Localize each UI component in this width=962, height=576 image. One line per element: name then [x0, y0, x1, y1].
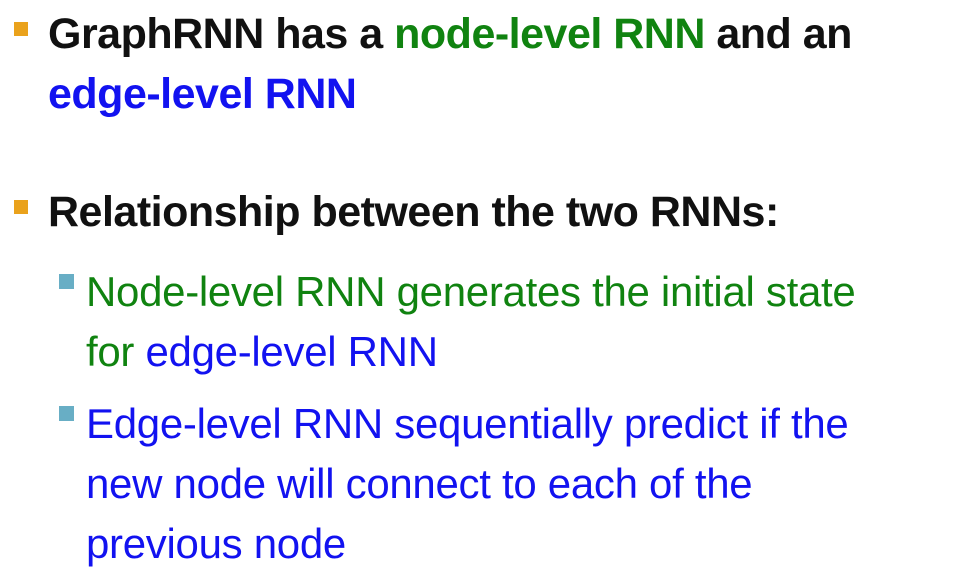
text-segment: Relationship between the two RNNs:: [48, 188, 779, 236]
sub-bullet-item-node-level: Node-level RNN generates the initial sta…: [59, 262, 856, 382]
bullet-text: Node-level RNN generates the initial sta…: [86, 262, 856, 382]
bullet-square-icon: [14, 22, 28, 36]
text-segment: and an: [704, 10, 852, 58]
text-segment: for: [86, 328, 146, 375]
text-segment: Node-level RNN generates the initial sta…: [86, 268, 856, 315]
text-segment: previous node: [86, 520, 346, 567]
text-line: edge-level RNN: [48, 64, 852, 124]
sub-bullet-item-edge-level: Edge-level RNN sequentially predict if t…: [59, 394, 849, 574]
bullet-text: Edge-level RNN sequentially predict if t…: [86, 394, 849, 574]
text-line: Edge-level RNN sequentially predict if t…: [86, 394, 849, 454]
bullet-text: GraphRNN has a node-level RNN and an edg…: [48, 4, 852, 124]
text-segment: Edge-level RNN sequentially predict if t…: [86, 400, 849, 447]
text-line: GraphRNN has a node-level RNN and an: [48, 4, 852, 64]
sub-bullet-square-icon: [59, 274, 74, 289]
bullet-item-relationship: Relationship between the two RNNs:: [14, 182, 779, 242]
text-line: Node-level RNN generates the initial sta…: [86, 262, 856, 322]
text-line: for edge-level RNN: [86, 322, 855, 382]
text-segment: new node will connect to each of the: [86, 460, 753, 507]
bullet-text: Relationship between the two RNNs:: [48, 182, 779, 242]
text-segment: edge-level RNN: [48, 70, 357, 118]
text-line: previous node: [86, 514, 848, 574]
text-line: new node will connect to each of the: [86, 454, 848, 514]
text-line: Relationship between the two RNNs:: [48, 182, 779, 242]
text-segment: edge-level RNN: [145, 328, 438, 375]
sub-bullet-square-icon: [59, 406, 74, 421]
text-segment: node-level RNN: [394, 10, 705, 58]
bullet-item-graphrnn: GraphRNN has a node-level RNN and an edg…: [14, 4, 852, 124]
bullet-square-icon: [14, 200, 28, 214]
text-segment: GraphRNN has a: [48, 10, 395, 58]
